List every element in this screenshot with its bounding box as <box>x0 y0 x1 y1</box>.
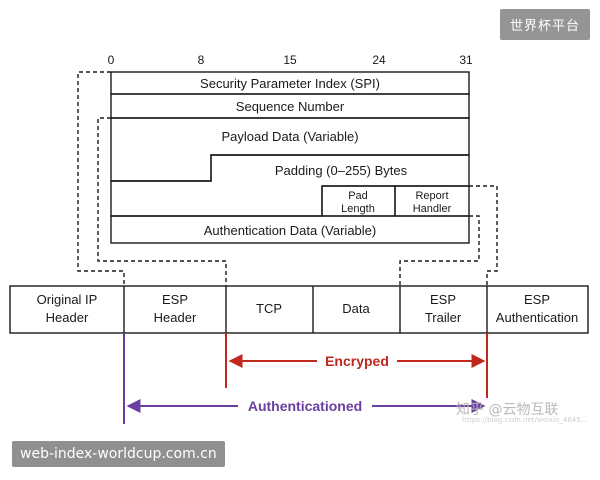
auth-data-label: Authentication Data (Variable) <box>204 223 376 238</box>
tcp-label: TCP <box>256 301 282 316</box>
esp-trailer-connector-outer <box>469 185 498 286</box>
site-url-label: web-index-worldcup.com.cn <box>12 441 225 467</box>
esp-trailer-label-line2: Trailer <box>425 310 462 325</box>
esp-trailer-label-line1: ESP <box>430 292 456 307</box>
packet-labels: Original IP Header ESP Header TCP Data E… <box>37 292 579 325</box>
bit-label-24: 24 <box>372 53 386 67</box>
authenticated-label: Authenticationed <box>248 398 362 414</box>
bit-position-labels: 0 8 15 24 31 <box>108 53 473 67</box>
platform-badge: 世界杯平台 <box>499 9 590 40</box>
esp-header-label-line2: Header <box>154 310 197 325</box>
esp-header-connector-inner <box>97 117 227 286</box>
bit-label-15: 15 <box>283 53 297 67</box>
packet-outline <box>9 285 589 334</box>
esp-auth-label-line1: ESP <box>524 292 550 307</box>
esp-header-label-line1: ESP <box>162 292 188 307</box>
esp-auth-label-line2: Authentication <box>496 310 578 325</box>
spi-label: Security Parameter Index (SPI) <box>200 76 380 91</box>
bit-label-0: 0 <box>108 53 115 67</box>
encrypted-label: Encryped <box>325 353 389 369</box>
zhihu-watermark: 知乎 @云物互联 <box>456 402 559 418</box>
bit-label-31: 31 <box>459 53 473 67</box>
dashed-connectors <box>77 71 498 286</box>
esp-trailer-connector-inner <box>399 215 480 286</box>
payload-label: Payload Data (Variable) <box>221 129 358 144</box>
data-label: Data <box>342 301 370 316</box>
packet-row <box>9 285 589 334</box>
pad-length-label-line2: Length <box>341 203 375 215</box>
sequence-label: Sequence Number <box>236 99 345 114</box>
encrypted-span: Encryped <box>225 333 488 398</box>
report-handler-label-line2: Handler <box>413 203 452 215</box>
auth-data-field <box>110 215 470 244</box>
original-ip-label-line1: Original IP <box>37 292 98 307</box>
pad-length-label-line1: Pad <box>348 190 368 202</box>
bit-label-8: 8 <box>198 53 205 67</box>
esp-structure-labels: Security Parameter Index (SPI) Sequence … <box>200 76 452 238</box>
original-ip-label-line2: Header <box>46 310 89 325</box>
authenticated-span: Authenticationed <box>123 333 486 424</box>
padding-label: Padding (0–255) Bytes <box>275 163 408 178</box>
esp-header-connector-outer <box>77 71 125 286</box>
report-handler-label-line1: Report <box>415 190 448 202</box>
csdn-watermark: https://blog.csdn.net/weixin_4645... <box>462 416 588 424</box>
esp-structure <box>110 71 470 244</box>
